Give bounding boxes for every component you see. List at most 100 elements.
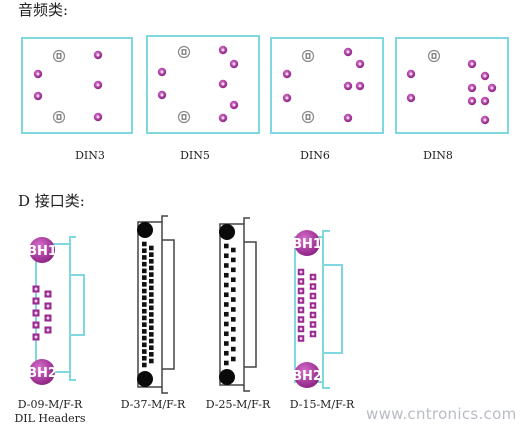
d25-pin (224, 253, 229, 259)
pad-hole (299, 299, 303, 302)
d09-tab-top (69, 236, 76, 244)
caption-din8: DIN8 (423, 149, 453, 162)
din6-outline (270, 37, 384, 134)
d09-bh2-pad (29, 359, 55, 385)
d37-pin (142, 261, 147, 267)
d15-bh1-pad (294, 230, 320, 256)
pad-hole (46, 316, 50, 320)
d25-pin (231, 287, 236, 292)
mount-hole-slot (307, 54, 309, 58)
d37-pin (142, 241, 147, 247)
pin-hole (470, 99, 474, 103)
d25-pin (224, 331, 229, 337)
d25-pin (224, 272, 229, 278)
connector-din5 (146, 35, 260, 134)
d37-pin (142, 282, 147, 287)
d09-tab-bottom (69, 372, 76, 381)
d25-tab-bottom (243, 385, 250, 392)
d37-pin (149, 245, 154, 251)
d25-pin (231, 257, 236, 263)
mount-hole-slot (58, 115, 60, 119)
pad-hole (34, 311, 38, 315)
pad-hole (46, 292, 50, 296)
d37-shell-outline (162, 239, 175, 370)
mount-hole-slot (307, 115, 309, 119)
d25-pin (231, 336, 236, 342)
pad-hole (46, 304, 50, 308)
d37-pin (142, 255, 147, 260)
din5-outline (146, 35, 260, 134)
pin-hole (285, 96, 289, 100)
pad-hole (299, 270, 303, 274)
dsub-section-title: D 接口类: (18, 192, 85, 210)
d25-pin (231, 346, 236, 352)
pin-hole (409, 96, 413, 100)
pad-hole (311, 332, 315, 336)
pad-hole (34, 299, 38, 303)
d37-pin (149, 305, 154, 311)
d37-pin (149, 265, 154, 271)
d25-tab-top (243, 217, 250, 224)
d25-pin (231, 267, 236, 273)
d25-pin (224, 282, 229, 288)
d15-tab-bottom (322, 382, 330, 389)
pad-hole (311, 304, 315, 307)
mount-hole-slot (433, 54, 435, 58)
pad-hole (299, 337, 303, 340)
d09-bh2-pad-label: BH2 (27, 366, 57, 381)
d37-pin (149, 272, 154, 277)
d37-pin (142, 362, 147, 368)
pad-hole (311, 275, 315, 279)
caption-d15: D-15-M/F-R (289, 398, 355, 411)
pad-hole (34, 335, 38, 339)
pin-hole (346, 116, 350, 120)
d25-mount-hole-top (219, 224, 235, 240)
d25-pin (231, 307, 236, 312)
pin-hole (36, 72, 40, 76)
d25-pin (231, 247, 236, 253)
d37-pin (142, 275, 147, 280)
audio-connectors (21, 35, 509, 134)
d25-body-outline (219, 223, 245, 386)
d25-pin (231, 356, 236, 362)
d37-pin (149, 285, 154, 291)
d25-pin (224, 341, 229, 346)
d25-pin (224, 321, 229, 327)
pin-hole (483, 99, 487, 103)
d37-pin (149, 298, 154, 304)
d37-pin (149, 312, 154, 317)
d37-mount-hole-bottom (137, 371, 153, 387)
pad-hole (299, 289, 303, 293)
caption-d09-sub: DIL Headers (14, 412, 86, 425)
d25-pin (224, 243, 229, 249)
d15-shell-outline (323, 264, 343, 354)
d37-tab-top (161, 215, 168, 222)
pin-hole (160, 93, 164, 97)
d37-pin (142, 335, 147, 341)
d25-pin (231, 317, 236, 322)
pin-hole (221, 48, 225, 52)
pad-hole (34, 323, 38, 327)
pin-hole (221, 82, 225, 86)
connector-din8 (395, 37, 509, 134)
d09-bh1-pad (29, 237, 55, 263)
d25-pin (224, 292, 229, 298)
d09-bh1-pad-label: BH1 (27, 244, 57, 259)
pin-hole (221, 116, 225, 120)
d25-pin (224, 311, 229, 317)
d37-pin (149, 325, 154, 331)
pin-hole (470, 62, 474, 66)
d25-pin (224, 360, 229, 366)
pad-hole (299, 318, 303, 321)
d37-pin (142, 288, 147, 294)
d25-shell-outline (244, 241, 257, 368)
d37-pin (142, 322, 147, 327)
d37-body-outline (137, 221, 163, 388)
d09-shell-outline (70, 274, 85, 336)
pin-hole (346, 84, 350, 88)
pin-hole (358, 84, 362, 88)
caption-din5: DIN5 (180, 149, 210, 162)
d09-body-outline (35, 243, 71, 373)
d37-pin (149, 345, 154, 351)
